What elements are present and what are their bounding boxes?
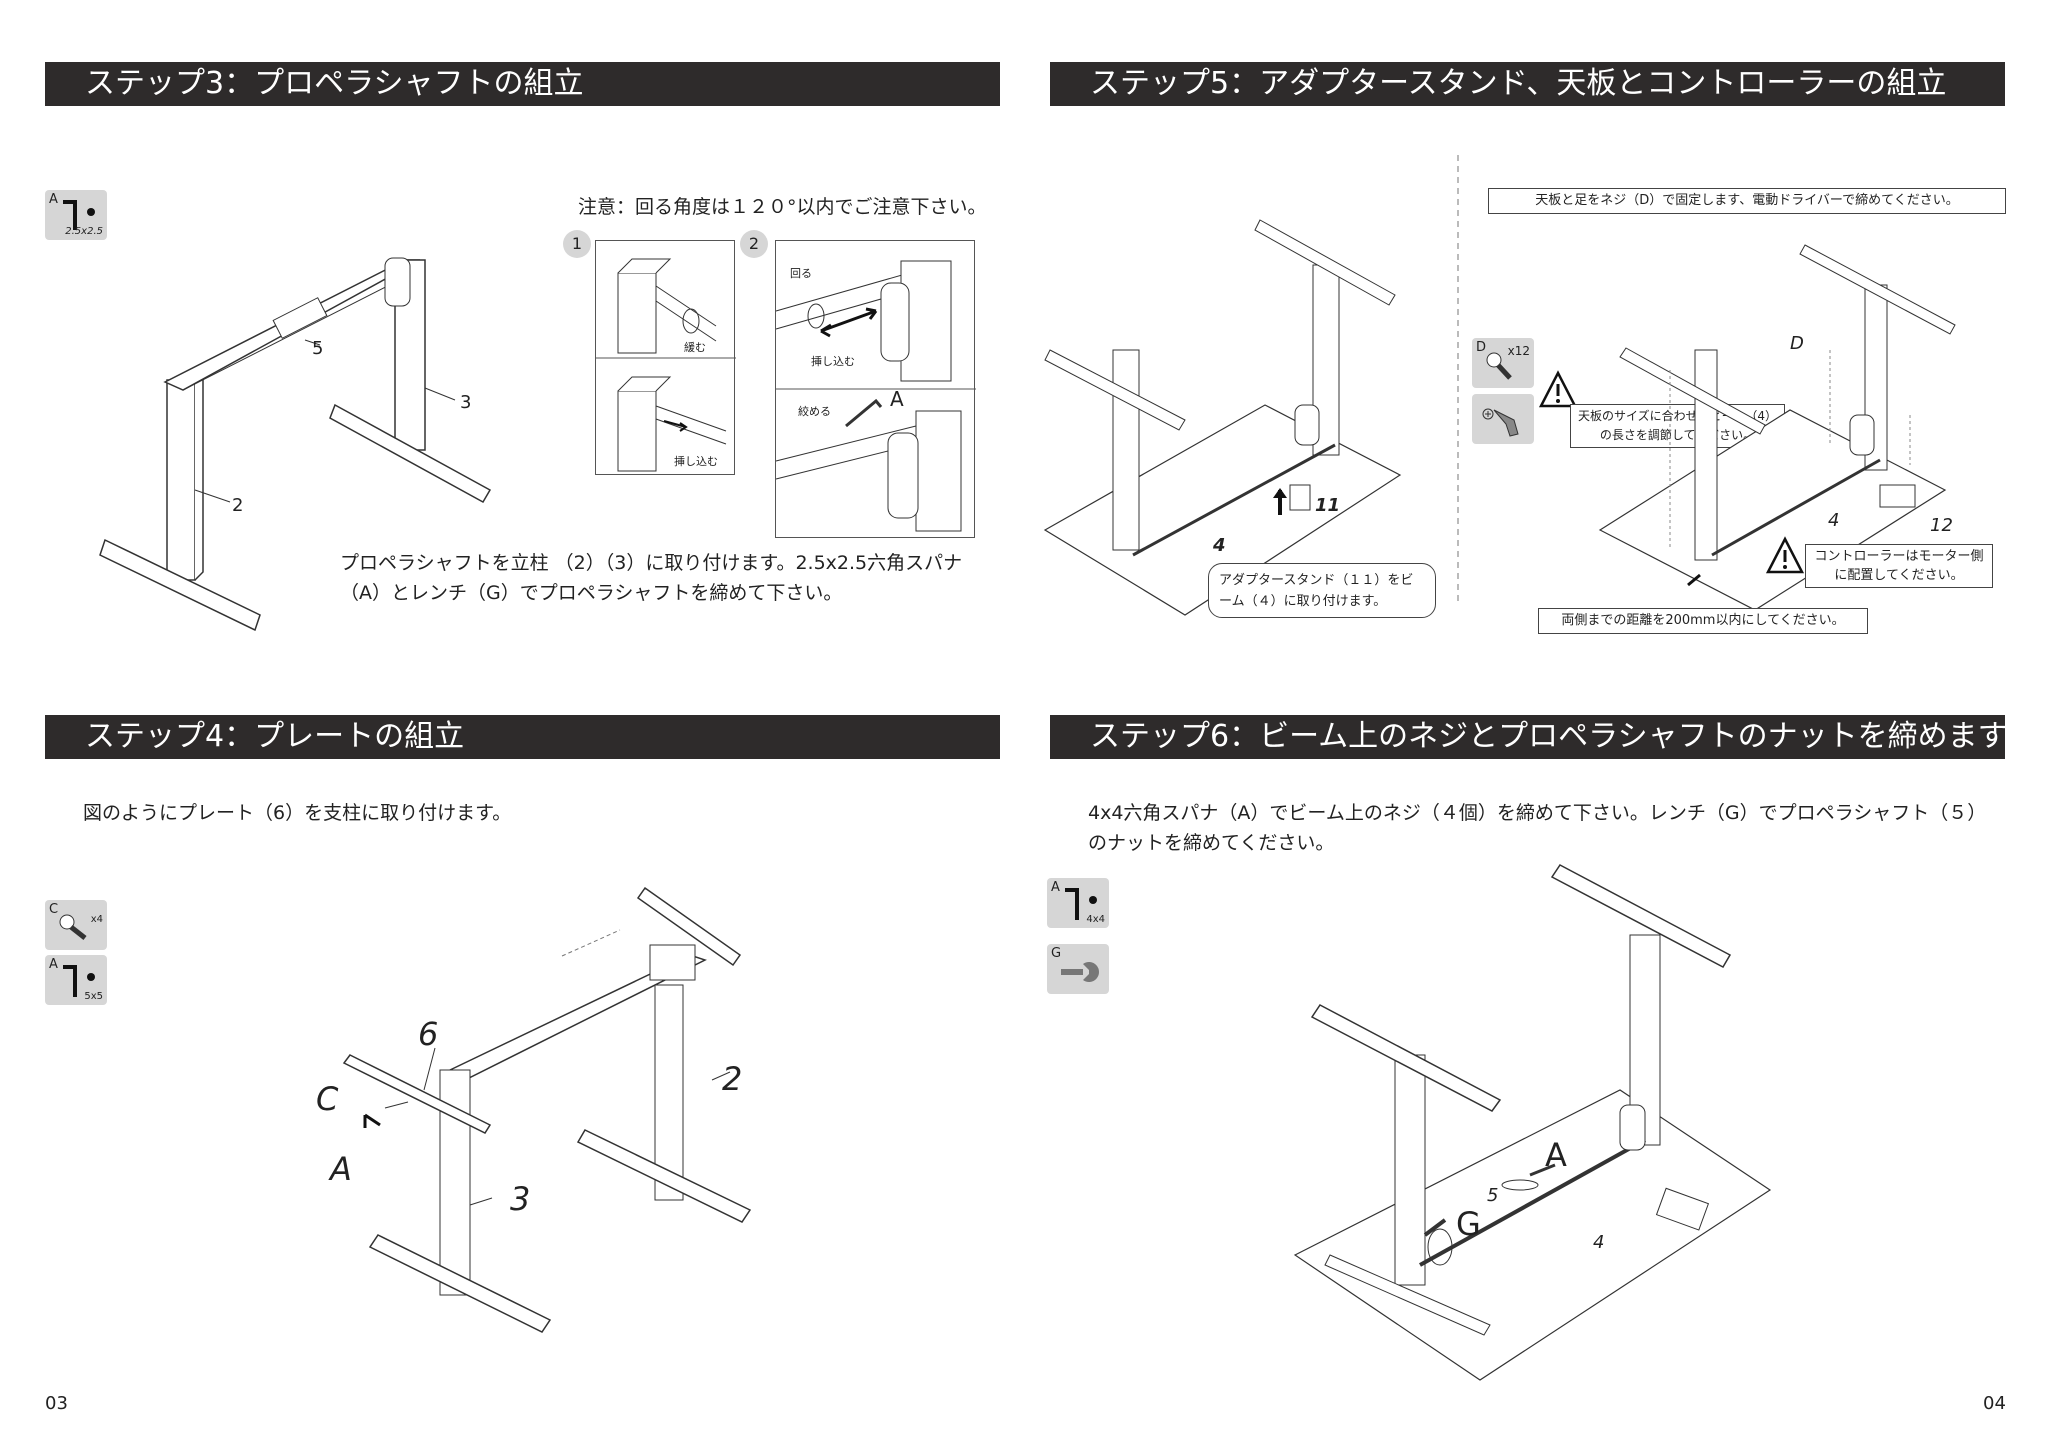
step5-header: ステップ5：アダプタースタンド、天板とコントローラーの組立: [1050, 62, 2005, 106]
part-label-2: 2: [232, 495, 244, 516]
controller-label-12: 12: [1930, 515, 1953, 536]
page-number-left: 03: [45, 1393, 68, 1414]
shaft-label-5: 5: [1487, 1185, 1499, 1206]
controller-note: コントローラーはモーター側に配置してください。: [1805, 544, 1993, 588]
hex-wrench-tool-a: A 2.5x2.5: [45, 190, 107, 240]
beam-label-4: 4: [1213, 535, 1226, 556]
screw-label-d: D: [1790, 333, 1804, 354]
wrench-label-a: A: [330, 1150, 352, 1188]
plate-label-6: 6: [418, 1015, 439, 1053]
step3-caution: 注意：回る角度は１２０°以内でご注意下さい。: [578, 196, 987, 218]
power-driver-icon: [1482, 408, 1519, 437]
step4-header: ステップ4：プレートの組立: [45, 715, 1000, 759]
step5-left-drawing: [1043, 219, 1402, 616]
step4-instruction: 図のようにプレート（6）を支柱に取り付けます。: [83, 802, 512, 824]
screw-tool-d: D x12: [1472, 338, 1534, 388]
hex-wrench-tool-a-4x4: A 4x4: [1047, 878, 1109, 928]
spanner-icon: [1061, 962, 1099, 982]
screw-icon: [1486, 352, 1512, 380]
step6-desk-drawing: [1293, 864, 1772, 1381]
adapter-label-11: 11: [1315, 495, 1341, 516]
step5-right-drawing: [1598, 244, 1956, 611]
column-label-3: 3: [510, 1180, 531, 1218]
fasten-note: 天板と足をネジ（D）で固定します、電動ドライバーで締めてください。: [1488, 188, 2006, 214]
step5-divider: [1457, 155, 1459, 605]
step6-instruction: 4x4六角スパナ（A）でビーム上のネジ（４個）を締めて下さい。レンチ（G）でプロ…: [1088, 802, 1977, 854]
beam-label-4b: 4: [1828, 510, 1840, 531]
hex-wrench-icon: [63, 200, 95, 230]
detail-2-drawing: [775, 260, 976, 532]
screw-label-c: C: [316, 1080, 339, 1118]
warning-icon-2: [1765, 536, 1805, 574]
detail-panel-2: 回る 挿し込む 絞める A: [775, 240, 976, 538]
screw-icon: [59, 914, 87, 940]
distance-note: 両側までの距離を200mm以内にしてください。: [1538, 608, 1868, 634]
substep-2-badge: 2: [740, 230, 768, 258]
part-label-5: 5: [312, 338, 324, 359]
step4-frame-drawing: [342, 886, 752, 1333]
hex-wrench-icon: [63, 965, 95, 997]
key-label-g: G: [1456, 1205, 1481, 1243]
part-label-3: 3: [460, 392, 472, 413]
wrench-label-a-step6: A: [1545, 1136, 1567, 1174]
power-driver-tool: [1472, 394, 1534, 444]
step3-frame-drawing: [99, 257, 492, 632]
hex-wrench-tool-a-5x5: A 5x5: [45, 955, 107, 1005]
beam-label-4-step6: 4: [1593, 1232, 1605, 1253]
adapter-note: アダプタースタンド（１１）をビーム（４）に取り付けます。: [1208, 563, 1436, 618]
detail-1-drawing: [596, 258, 736, 472]
column-label-2: 2: [722, 1060, 743, 1098]
page-number-right: 04: [1983, 1393, 2006, 1414]
substep-1-badge: 1: [563, 230, 591, 258]
step3-header: ステップ3：プロペラシャフトの組立: [45, 62, 1000, 106]
spanner-tool-g: G: [1047, 944, 1109, 994]
hex-wrench-icon: [1065, 888, 1097, 920]
detail-panel-1: 緩む 挿し込む: [595, 240, 736, 475]
screw-tool-c: C x4: [45, 900, 107, 950]
step6-header: ステップ6：ビーム上のネジとプロペラシャフトのナットを締めます: [1050, 715, 2005, 759]
warning-icon: [1538, 370, 1578, 408]
step3-instruction: プロペラシャフトを立柱 （2）（3）に取り付けます。2.5x2.5六角スパナ（A…: [340, 552, 963, 604]
